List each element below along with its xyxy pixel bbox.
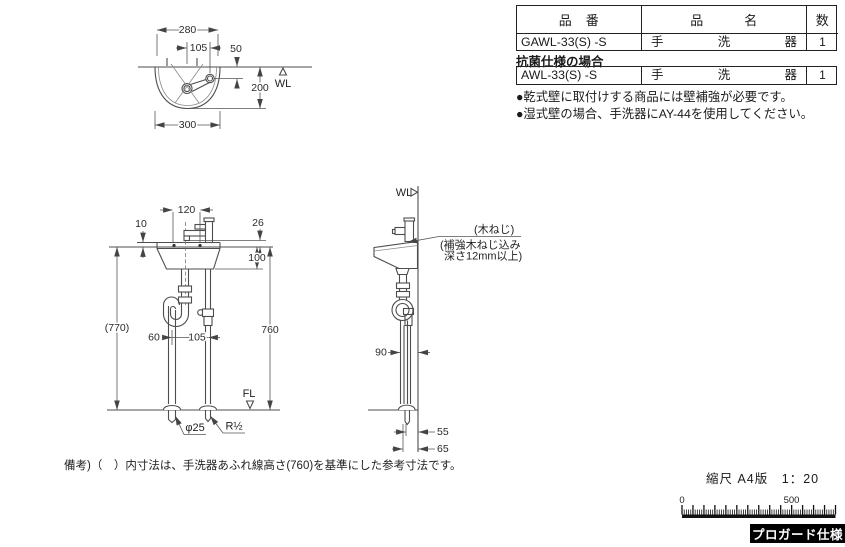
table-header-qty: 数 (806, 6, 838, 33)
note-wet-wall: ●湿式壁の場合、手洗器にAY-44を使用してください。 (516, 107, 814, 121)
dim-300-label: 300 (179, 119, 197, 131)
dim-26-label: 26 (252, 217, 264, 229)
table-cell-product-name: 手 洗 器 (641, 33, 806, 50)
table-cell-qty: 1 (806, 33, 838, 50)
leader-note-line2: (補強木ねじ込み (440, 239, 521, 252)
table-cell-product-no: GAWL-33(S) -S (517, 33, 641, 50)
dim-90-label: 90 (375, 347, 387, 359)
supply-size-label: R½ (225, 421, 242, 433)
antibacterial-variant-label: 抗菌仕様の場合 (516, 55, 604, 69)
variant-table: AWL-33(S) -S 手 洗 器 1 (516, 66, 837, 85)
front-view-drawing: 120 10 26 100 (770) 760 60 105 FL φ25 (103, 203, 280, 435)
leader-wood-screw-label: (木ねじ) (474, 223, 514, 236)
dim-10-label: 10 (135, 218, 147, 230)
side-view-drawing: WL (木ねじ) (補強木ねじ込み 深さ12mm以上) (368, 186, 522, 457)
ruler-label-0: 0 (679, 495, 684, 506)
variant-cell-qty: 1 (806, 67, 838, 84)
scale-ruler: 0 500 (679, 495, 837, 518)
drain-size-label: φ25 (185, 422, 204, 434)
dim-100-label: 100 (248, 252, 266, 264)
dim-120-label: 120 (178, 204, 196, 216)
fl-label: FL (243, 388, 256, 400)
dim-plan-105-label: 105 (190, 42, 208, 54)
table-header-product-no: 品 番 (558, 13, 600, 28)
dim-60-label: 60 (148, 332, 160, 344)
side-wl-label: WL (396, 187, 413, 199)
note-dry-wall: ●乾式壁に取付けする商品には壁補強が必要です。 (516, 90, 793, 104)
dim-65-label: 65 (437, 443, 449, 455)
dim-55-label: 55 (437, 426, 449, 438)
variant-cell-product-name: 手 洗 器 (641, 67, 806, 84)
dim-760-label: 760 (261, 324, 279, 336)
plan-wl-label: WL (275, 78, 292, 90)
dim-770-label: (770) (105, 322, 130, 334)
dim-front-105-label: 105 (188, 332, 206, 344)
ruler-label-500: 500 (784, 495, 800, 506)
variant-cell-product-no: AWL-33(S) -S (521, 68, 598, 83)
scale-label: 縮尺 A4版 1：20 (706, 472, 820, 486)
leader-note-line3: 深さ12mm以上) (444, 250, 522, 263)
parts-table: 品 番 品 名 数 GAWL-33(S) -S 手 洗 器 1 (516, 5, 838, 51)
dim-280-label: 280 (179, 24, 197, 36)
proguard-badge: プロガード仕様 (750, 524, 845, 543)
dim-50-label: 50 (230, 43, 242, 55)
table-header-product-name: 品 名 (641, 6, 806, 33)
plan-view-drawing: WL 280 105 50 200 300 (138, 23, 312, 133)
dim-200-label: 200 (251, 82, 269, 94)
remark-note: 備考)（ ）内寸法は、手洗器あふれ線高さ(760)を基準にした参考寸法です。 (64, 460, 462, 472)
